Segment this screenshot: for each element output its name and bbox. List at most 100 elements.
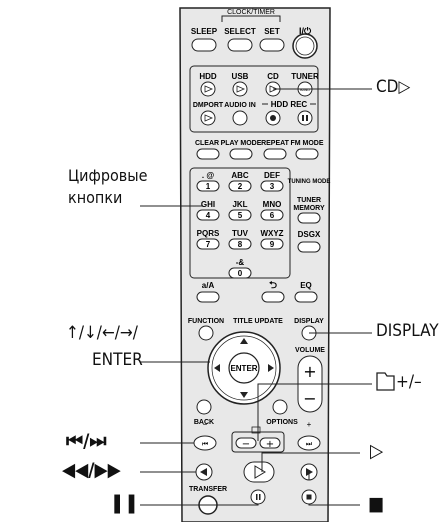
power-button[interactable] [292,33,318,59]
pause-icon [256,494,258,500]
pause-button[interactable] [250,489,266,505]
arrow-right-icon[interactable] [268,364,274,372]
rewind-icon [200,468,207,476]
usb-button[interactable] [232,81,248,97]
transfer-label: TRANSFER [189,486,227,493]
numpad-letters: -& [236,258,245,267]
play-mode-label: PLAY MODE [221,140,262,147]
numpad-button-6[interactable] [260,209,284,221]
callout-enter: ENTER [92,350,143,370]
function-button[interactable] [198,325,214,341]
album-plus-button[interactable] [259,437,281,449]
set-button[interactable] [259,38,285,52]
numpad-digit: 4 [206,211,211,220]
play-icon [254,465,266,479]
numpad-button-4[interactable] [196,209,220,221]
numpad-button-9[interactable] [260,238,284,250]
hdd-rec-pause-button[interactable] [297,110,313,126]
stop-icon [306,494,312,500]
clear-button[interactable] [196,148,220,160]
eq-button[interactable] [294,291,318,303]
enter-button[interactable] [228,352,260,384]
dmport-button[interactable] [200,110,216,126]
display-label: DISPLAY [294,318,324,325]
audio-in-label: AUDIO IN [224,102,256,109]
arrow-left-icon[interactable] [214,364,220,372]
dmport-label: DMPORT [193,102,224,109]
next-icon: ⏭ [306,440,313,448]
back-button[interactable] [196,399,212,415]
options-label: OPTIONS [266,419,298,426]
play-mode-button[interactable] [229,148,253,160]
return-icon: ⮌ [269,280,277,291]
play-icon [204,85,214,93]
volume-label: VOLUME [295,347,325,354]
cd-label: CD [267,72,279,81]
play-icon [269,85,279,93]
numpad-button-0[interactable] [228,267,252,279]
numpad-letters: . @ [202,171,214,180]
plus-icon: + [266,439,274,450]
numpad-letters: MNO [263,200,282,209]
hdd-label: HDD [199,72,217,81]
numpad-button-2[interactable] [228,180,252,192]
play-icon [236,85,246,93]
callout-prev-next: ⏮/⏭ [66,430,107,452]
title-update-label: TITLE UPDATE [233,318,283,325]
numpad-button-3[interactable] [260,180,284,192]
numpad-letters: DEF [264,171,280,180]
record-icon [270,115,276,121]
numpad-digit: 8 [238,240,243,249]
numpad-letters: PQRS [197,229,220,238]
eq-label: EQ [300,281,312,290]
hdd-button[interactable] [200,81,216,97]
numpad-button-1[interactable] [196,180,220,192]
clear-label: CLEAR [195,140,219,147]
numpad-button-8[interactable] [228,238,252,250]
leader-pause [140,504,259,506]
fm-mode-button[interactable] [295,148,319,160]
dsgx-button[interactable] [297,241,321,253]
back-label: BACK [194,419,214,426]
dsgx-label: DSGX [298,230,321,239]
album-minus-button[interactable] [235,437,257,449]
numpad-letters: GHI [201,200,215,209]
numpad-digit: 0 [238,269,243,278]
usb-label: USB [232,72,249,81]
numpad-digit: 2 [238,182,243,191]
repeat-button[interactable] [263,148,287,160]
folder-icon [376,372,395,391]
plus-icon: + [303,362,316,381]
fm-mode-label: FM MODE [290,140,323,147]
numpad-button-5[interactable] [228,209,252,221]
sleep-button[interactable] [191,38,217,52]
select-button[interactable] [227,38,253,52]
arrow-down-icon[interactable] [240,392,248,398]
function-label: FUNCTION [188,318,224,325]
next-plus-mark: + [307,420,312,429]
leader-play [261,452,360,472]
next-button[interactable] [297,435,321,451]
options-button[interactable] [272,399,288,415]
tuner-memory-button[interactable] [297,212,321,224]
play-button[interactable] [243,461,275,483]
callout-rew-ff: ◀◀/▶▶ [62,459,121,481]
callout-pause: ❚❚ [110,492,139,514]
a-a-button[interactable] [196,291,220,303]
numpad-digit: 7 [206,240,211,249]
minus-icon: − [242,439,250,450]
band-label: BAND [300,88,310,92]
hdd-rec-label: HDD REC [271,100,308,109]
audio-in-button[interactable] [232,110,248,126]
callout-arrows: ↑/↓/←/→/ [66,323,138,343]
numpad-letters: TUV [232,229,249,238]
numpad-button-7[interactable] [196,238,220,250]
prev-icon: ⏮ [202,440,208,448]
callout-stop: ■ [368,493,385,515]
folder-icon [251,426,261,434]
return-button[interactable] [261,291,285,303]
select-label: SELECT [224,27,256,36]
play-icon [204,114,214,122]
arrow-up-icon[interactable] [240,338,248,344]
